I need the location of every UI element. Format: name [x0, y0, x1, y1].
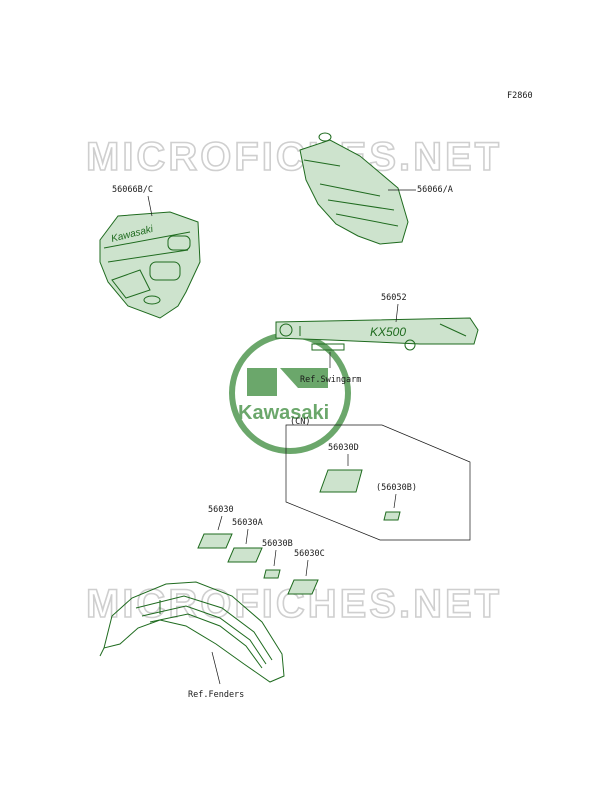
leader-56030b [273, 549, 277, 567]
label-56066a: 56066/A [417, 185, 453, 195]
fuel-tank-decal [299, 132, 409, 245]
decal-56030d [319, 469, 363, 493]
decal-56030b-cn [383, 511, 401, 521]
swingarm-model-text: KX500 [370, 325, 406, 339]
kawasaki-logo: Kawasaki [229, 332, 351, 454]
label-56030d: 56030D [328, 443, 359, 453]
decal-56030a [227, 547, 263, 563]
leader-swingarm [395, 303, 399, 323]
decal-56030 [197, 533, 233, 549]
swingarm-decal: KX500 [275, 317, 479, 351]
watermark-top: MICROFICHES.NET [86, 135, 502, 179]
label-56030: 56030 [208, 505, 234, 515]
label-56066bc: 56066B/C [112, 185, 153, 195]
front-fender [99, 581, 285, 683]
leader-56030b-cn [393, 493, 397, 509]
leader-56030c [305, 559, 309, 577]
label-56052: 56052 [381, 293, 407, 303]
leader-ref-fenders [211, 651, 221, 685]
label-56030b: 56030B [262, 539, 293, 549]
swingarm-bracket [311, 343, 345, 351]
leader-shroud [147, 195, 153, 217]
ref-fenders-label: Ref.Fenders [188, 690, 244, 700]
radiator-shroud-decal: Kawasaki [99, 211, 201, 319]
cn-group-label: (CN) [290, 417, 310, 427]
label-56030b-cn: (56030B) [376, 483, 417, 493]
leader-56030 [217, 515, 223, 531]
figure-code: F2860 [507, 91, 533, 101]
ref-swingarm-label: Ref.Swingarm [300, 375, 361, 385]
cn-group-box [285, 424, 471, 541]
decal-56030b [263, 569, 281, 579]
leader-56030a [245, 528, 249, 545]
label-56030a: 56030A [232, 518, 263, 528]
decal-56030c [287, 579, 319, 595]
logo-text: Kawasaki [238, 402, 329, 424]
label-56030c: 56030C [294, 549, 325, 559]
